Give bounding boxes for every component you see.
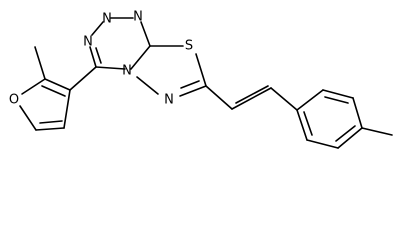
atom-label-n2: N <box>133 10 143 25</box>
bond-furan-c4-c3 <box>63 89 71 129</box>
bond-benzene-2 <box>322 89 354 99</box>
bond-vinyl-double-inner <box>235 85 269 104</box>
bonds <box>19 17 393 149</box>
atom-label-s: S <box>185 39 193 54</box>
bond-benzene-2-double <box>324 96 349 104</box>
bond-benzene-1 <box>296 89 324 111</box>
bond-vinyl-double <box>231 87 272 110</box>
bond-triazole-c3-n3 <box>89 46 97 68</box>
structure-drawing: N N N N S N O <box>9 10 393 149</box>
atom-label-n5: N <box>164 93 174 108</box>
bond-triazole-c-n4 <box>130 45 151 70</box>
bond-triazole-n4-c3 <box>95 66 126 70</box>
atom-label-n4: N <box>122 64 132 79</box>
molecule-structure: N N N N S N O <box>9 10 393 149</box>
bond-ring-n-n <box>136 76 159 95</box>
bond-vinyl-aryl <box>270 87 298 111</box>
bond-furan-c5-c4-double <box>39 120 63 124</box>
bond-benzene-4 <box>337 127 363 149</box>
bond-benzene-6-double <box>303 111 313 136</box>
bond-furan-c2-methyl <box>34 46 46 80</box>
bond-benzene-5 <box>306 139 339 149</box>
bond-ring-c6-n-double <box>180 80 200 89</box>
bond-benzene-4-double <box>335 125 356 142</box>
atom-label-n1: N <box>102 12 112 27</box>
bond-ring-c6-n <box>179 85 207 97</box>
atom-label-n3: N <box>83 35 93 50</box>
bond-furan-c2-c3-double <box>41 85 66 97</box>
atom-labels: N N N N S N O <box>9 10 193 108</box>
bond-c3-furan <box>69 66 97 91</box>
bond-triazole-n3-n1 <box>91 21 104 36</box>
bond-ring-s-c6 <box>195 53 207 87</box>
bond-benzene-3 <box>352 97 363 129</box>
bond-benzene-6 <box>296 109 308 141</box>
bond-benzene-methyl <box>361 127 393 136</box>
bond-furan-c5-c4 <box>35 127 65 131</box>
bond-c6-vinyl <box>205 85 233 110</box>
bond-triazole-c3-n3-double <box>95 47 102 64</box>
atom-label-o: O <box>9 93 19 108</box>
bond-furan-c2-o <box>21 78 46 95</box>
bond-furan-o-c5 <box>19 105 37 131</box>
bond-furan-c2-c3 <box>44 78 71 91</box>
bond-triazole-n2-c <box>140 21 151 47</box>
